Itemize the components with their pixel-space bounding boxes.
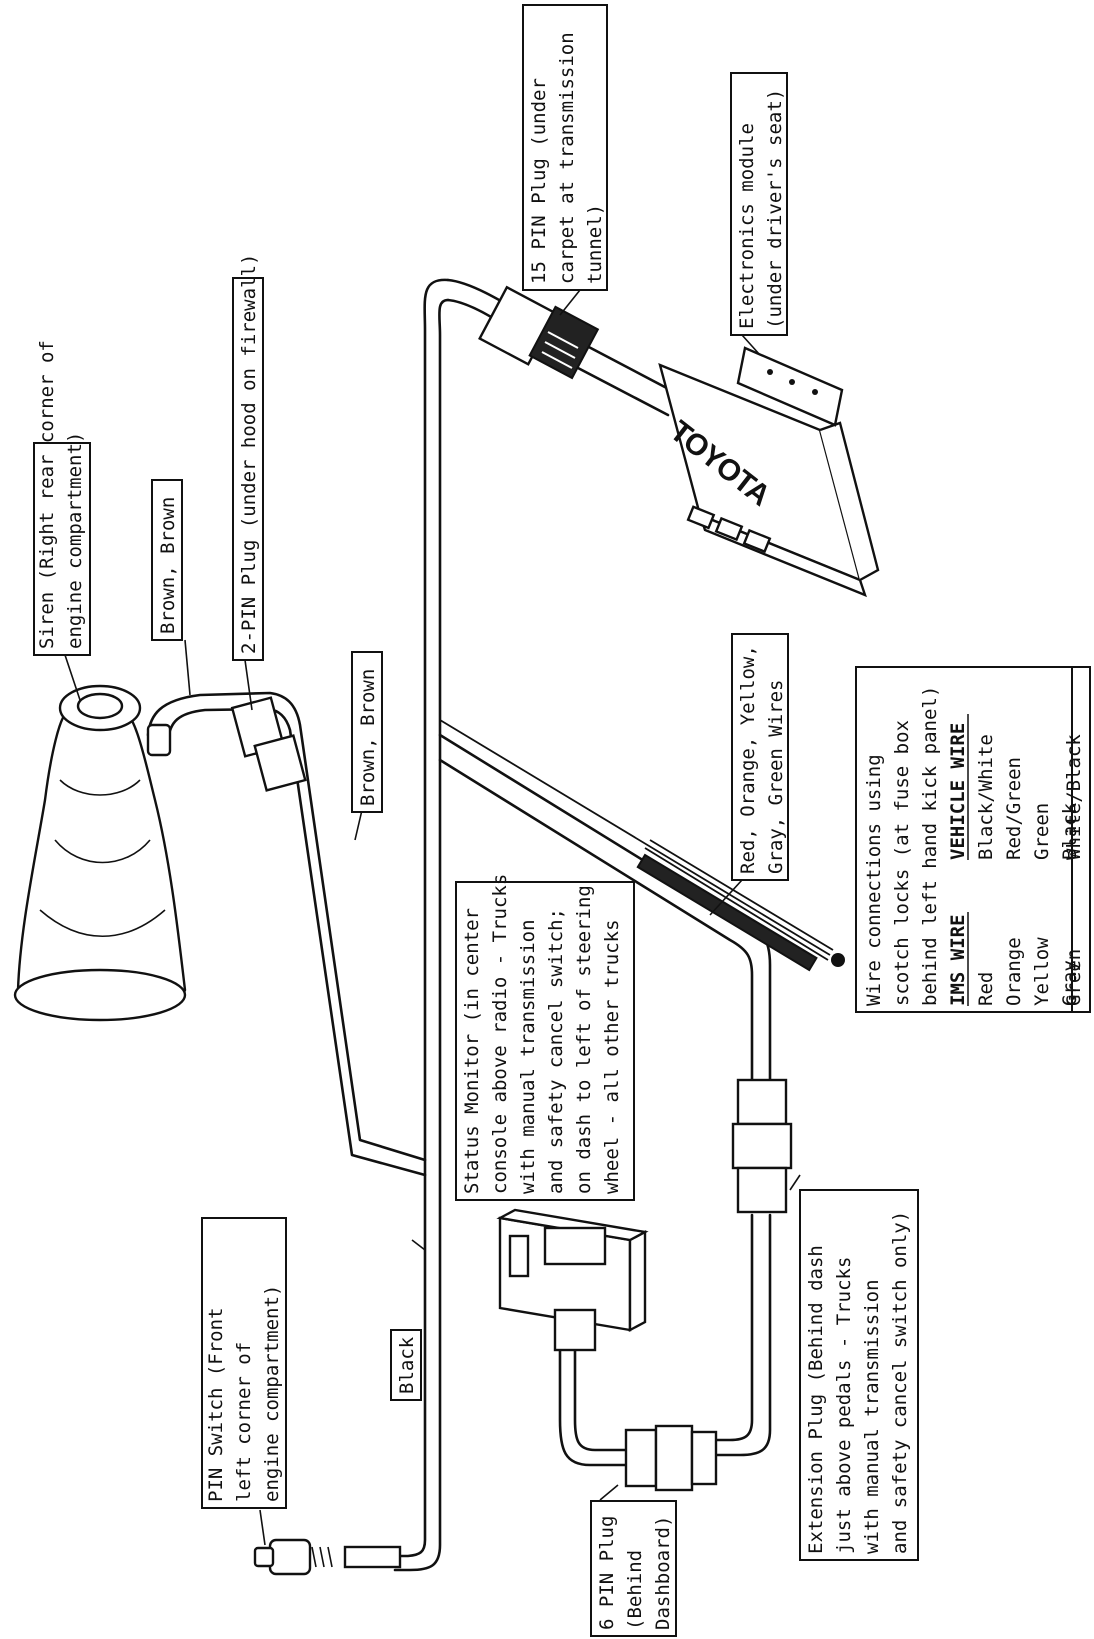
wire-connection-table: Wire connections using scotch locks (at … [855, 666, 1081, 1013]
extension-plug-label: Extension Plug (Behind dash just above p… [799, 1189, 919, 1561]
leader-brown-bottom [354, 809, 363, 841]
extension-plug-label-line-4: and safety cancel switch only) [889, 1211, 911, 1554]
cable-6pin-to-monitor [573, 1348, 627, 1452]
pin-switch-label: PIN Switch (Front left corner of engine … [201, 1217, 287, 1509]
pin-switch-label-line-1: PIN Switch (Front [205, 1308, 227, 1502]
siren-label: Siren (Right rear corner of engine compa… [33, 340, 91, 656]
table-caption-line-1: Wire connections using [863, 754, 885, 1006]
two-pin-plug-icon [230, 696, 307, 792]
status-monitor-label-line-5: on dash to left of steering [573, 885, 595, 1194]
cable-15pin-to-module-b [576, 366, 670, 417]
main-harness-trunk [393, 278, 450, 1558]
table-row-ims: Gray [1059, 960, 1081, 1006]
wire-bundle-end [831, 953, 845, 967]
electronics-module-label: Electronics module (under driver's seat) [730, 72, 788, 336]
black-label-text: Black [396, 1336, 418, 1394]
siren-label-line-2: engine compartment) [64, 432, 86, 649]
cable-15pin-to-module [583, 343, 682, 397]
cable-6pin-to-monitor-inner [558, 1348, 627, 1467]
brown-top-label-text: Brown, Brown [157, 497, 179, 634]
table-row-ims: Yellow [1031, 937, 1053, 1006]
cable-extension-to-6pin [698, 1213, 772, 1457]
leader-6pin [599, 1484, 619, 1501]
fifteen-pin-label-line-3: tunnel) [584, 204, 606, 284]
extension-plug-icon [731, 1078, 793, 1214]
six-pin-label-line-3: Dashboard) [652, 1516, 674, 1630]
siren-icon [13, 684, 187, 1022]
leader-black [411, 1239, 426, 1251]
colored-wire-sleeve [636, 853, 818, 972]
six-pin-label-line-2: (Behind [624, 1550, 646, 1630]
status-monitor-label-line-2: console above radio - Trucks [489, 874, 511, 1194]
black-label: Black [390, 1329, 422, 1401]
six-pin-plug-icon [624, 1424, 718, 1492]
leader-module [741, 334, 761, 356]
table-row-ims: Red [975, 972, 997, 1006]
pin-switch-label-line-2: left corner of [233, 1342, 255, 1502]
siren-branch-wire [146, 691, 427, 1162]
six-pin-label: 6 PIN Plug (Behind Dashboard) [590, 1500, 677, 1637]
leader-wire-colors [709, 879, 743, 916]
branch-to-extension-inner [438, 758, 754, 1082]
six-pin-label-line-1: 6 PIN Plug [596, 1516, 618, 1630]
two-pin-label: 2-PIN Plug (under hood on firewall) [232, 254, 264, 661]
table-row-vehicle: Red/Green [1003, 757, 1025, 860]
brown-bottom-label: Brown, Brown [351, 651, 383, 813]
table-header-ims: IMS WIRE [947, 914, 969, 1006]
leader-15pin [559, 289, 581, 316]
colored-wire-bundle-3 [644, 847, 829, 961]
extension-plug-label-line-2: just above pedals - Trucks [833, 1257, 855, 1554]
status-monitor-label-line-4: and safety cancel switch; [545, 908, 567, 1194]
table-caption-line-3: behind left hand kick panel) [919, 686, 941, 1006]
table-row-vehicle: White/Black [1063, 734, 1085, 860]
status-monitor-label-line-1: Status Monitor (in center [461, 908, 483, 1194]
status-monitor-icon [496, 1208, 649, 1352]
table-header-vehicle: VEHICLE WIRE [947, 723, 969, 860]
fifteen-pin-label-line-1: 15 PIN Plug (under [528, 78, 550, 284]
wire-colors-label: Red, Orange, Yellow, Gray, Green Wires [731, 633, 789, 881]
table-caption-line-2: scotch locks (at fuse box [891, 720, 913, 1006]
electronics-module-label-line-2: (under driver's seat) [764, 89, 786, 329]
brown-top-label: Brown, Brown [151, 479, 183, 641]
wire-colors-label-line-2: Gray, Green Wires [765, 680, 787, 874]
siren-label-line-1: Siren (Right rear corner of [36, 340, 58, 649]
leader-extension [789, 1174, 801, 1191]
two-pin-label-text: 2-PIN Plug (under hood on firewall) [238, 254, 260, 654]
status-monitor-label-line-3: with manual transmission [517, 919, 539, 1194]
electronics-module-label-line-1: Electronics module [736, 123, 758, 329]
status-monitor-label: Status Monitor (in center console above … [455, 874, 635, 1201]
colored-wire-bundle-2 [649, 839, 834, 951]
table-row-vehicle: Black/White [975, 734, 997, 860]
leader-2pin [244, 659, 253, 711]
pin-switch-icon [253, 1538, 402, 1576]
fifteen-pin-label: 15 PIN Plug (under carpet at transmissio… [522, 4, 608, 291]
table-row-ims: Orange [1003, 937, 1025, 1006]
leader-brown-top [184, 639, 191, 696]
main-harness-trunk-inner [393, 298, 450, 1572]
fifteen-pin-plug-icon [478, 285, 600, 380]
pin-switch-label-line-3: engine compartment) [261, 1285, 283, 1502]
wire-table-border-extension [855, 666, 1091, 1013]
electronics-module-icon: TOYOTA [658, 346, 880, 598]
table-row-vehicle: Green [1031, 803, 1053, 860]
wire-connection-table-last-row: Green White/Black [1063, 734, 1085, 1006]
status-monitor-label-line-6: wheel - all other trucks [601, 919, 623, 1194]
colored-wire-bundle [439, 719, 831, 956]
leader-pin-switch [259, 1509, 266, 1546]
extension-plug-label-line-1: Extension Plug (Behind dash [805, 1245, 827, 1554]
table-row-vehicle: Black [1059, 802, 1081, 860]
brown-bottom-label-text: Brown, Brown [357, 669, 379, 806]
cable-extension-to-6pin-inner [698, 1213, 754, 1442]
table-row-ims: Green [1063, 949, 1085, 1006]
leader-siren [64, 654, 81, 701]
fifteen-pin-label-line-2: carpet at transmission [556, 32, 578, 284]
extension-plug-label-line-3: with manual transmission [861, 1279, 883, 1554]
wire-colors-label-line-1: Red, Orange, Yellow, [737, 645, 759, 874]
